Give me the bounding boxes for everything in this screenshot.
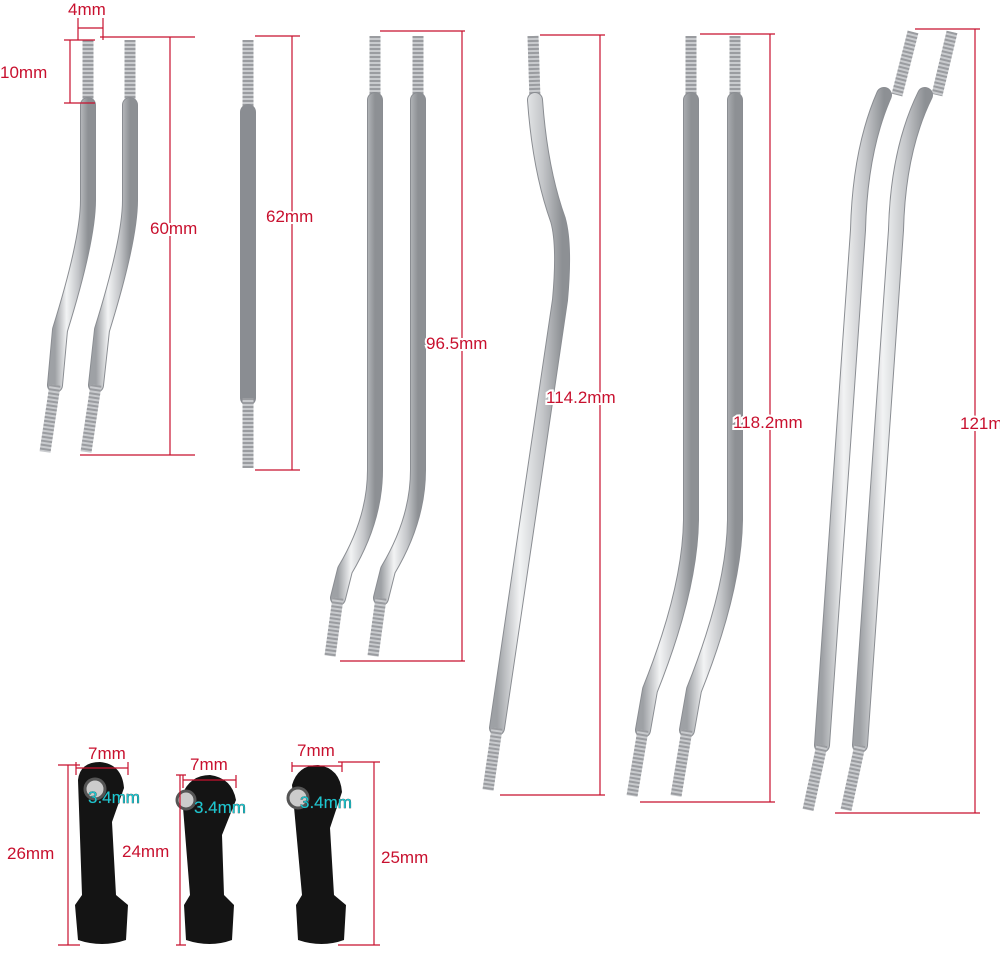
rod-end-1-width-label: 7mm	[88, 744, 126, 763]
rod-end-3-hole-label: 3.4mm	[300, 793, 352, 812]
link-118-2mm-label: 118.2mm	[733, 413, 803, 432]
link-set-114-2mm	[482, 35, 571, 791]
thread-width-label: 4mm	[68, 0, 106, 19]
rod-end-1-hole-label: 3.4mm	[88, 788, 140, 807]
link-60mm-label: 60mm	[150, 219, 197, 238]
thread-length-label: 10mm	[0, 63, 47, 82]
rod-end-2-width-label: 7mm	[190, 755, 228, 774]
link-set-118-2mm	[626, 36, 743, 797]
rod-end-1-height-label: 26mm	[7, 844, 54, 863]
link-96-5mm-label: 96.5mm	[426, 334, 487, 353]
rod-end-2	[175, 775, 236, 944]
dimension-lines	[58, 18, 980, 946]
link-114-2mm-label: 114.2mm	[546, 388, 616, 407]
rod-end-1	[75, 762, 128, 944]
rod-end-3-height-label: 25mm	[381, 848, 428, 867]
rod-end-2-hole-label: 3.4mm	[194, 798, 246, 817]
link-121mm-label: 121mm	[960, 414, 1000, 433]
rod-end-3-width-label: 7mm	[297, 741, 335, 760]
link-62mm-label: 62mm	[266, 207, 313, 226]
rod-end-2-height-label: 24mm	[122, 842, 169, 861]
rod-end-3	[286, 765, 346, 944]
link-set-60mm	[39, 40, 138, 453]
link-set-96-5mm	[324, 36, 426, 657]
link-set-121mm	[802, 30, 958, 812]
